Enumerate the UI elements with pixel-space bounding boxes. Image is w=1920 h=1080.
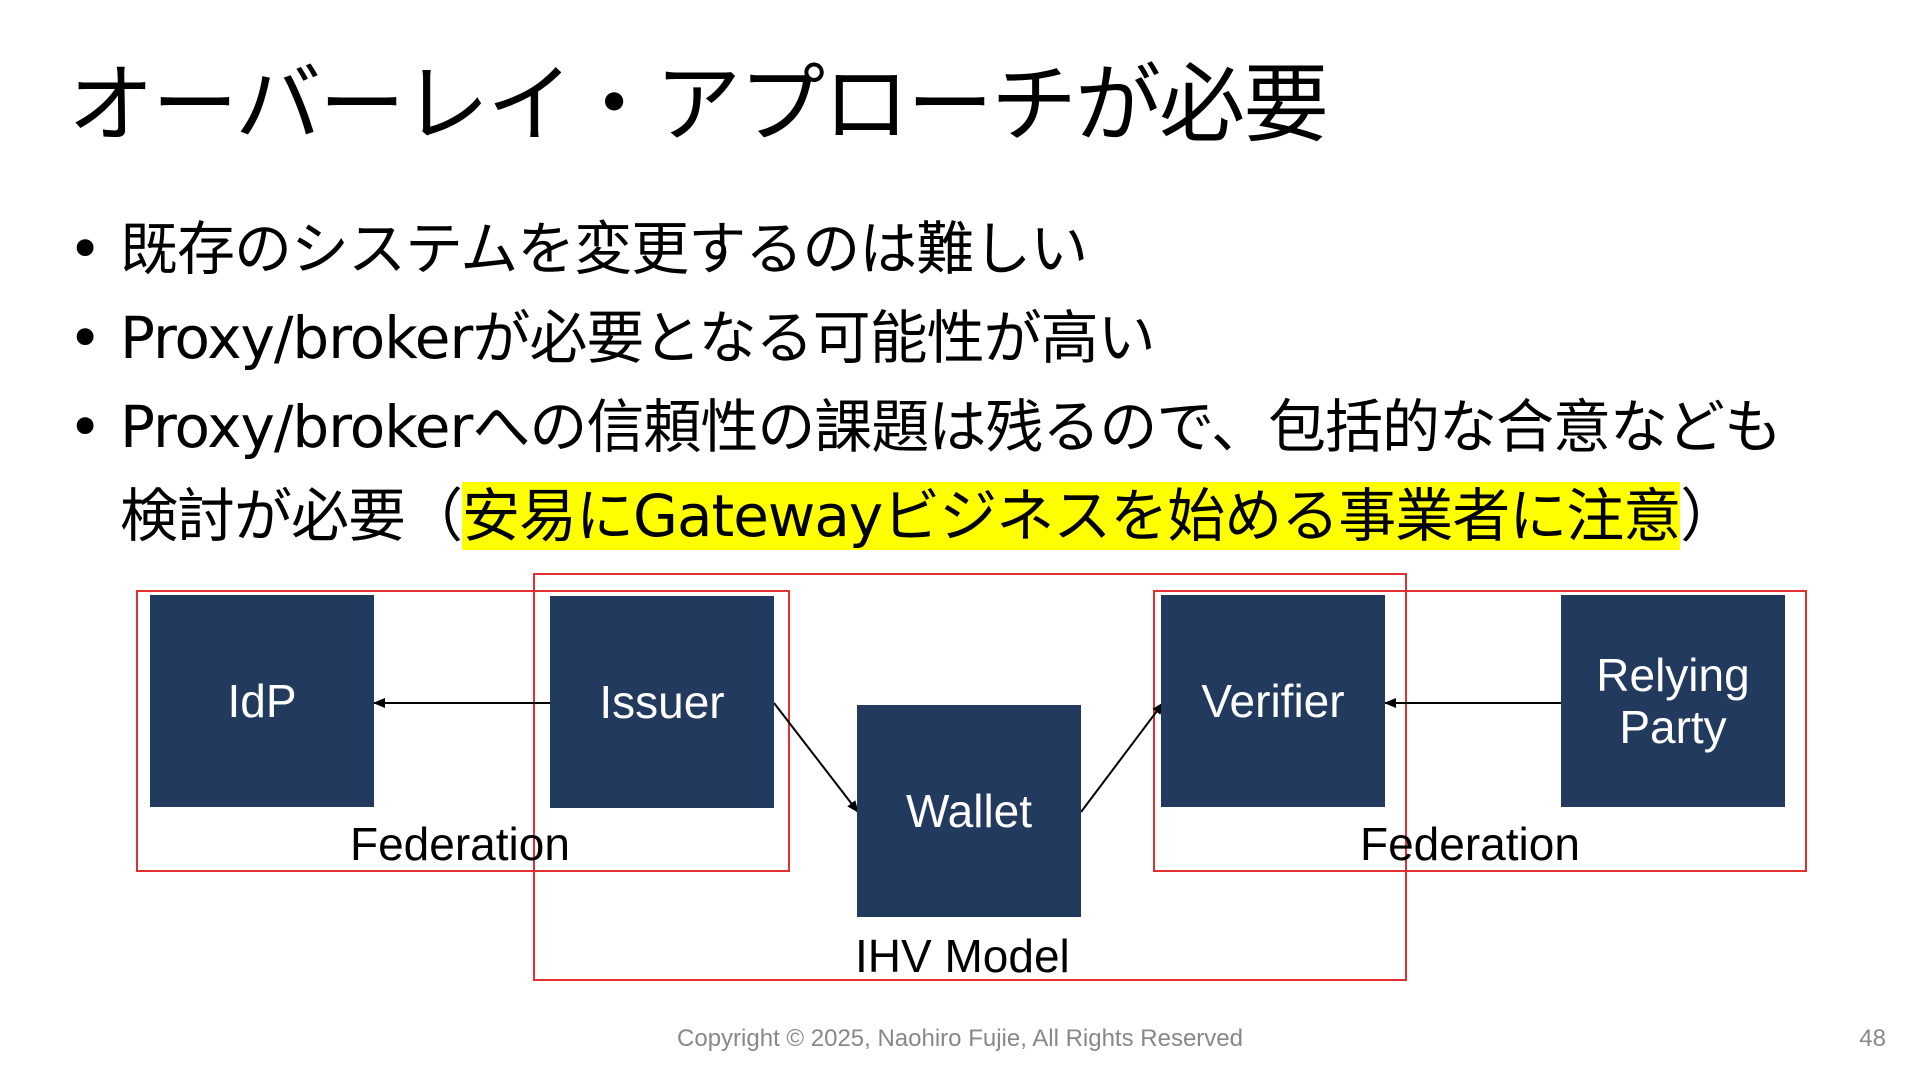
idp-label: IdP — [227, 675, 297, 727]
bullet-text-suffix: ） — [1680, 482, 1738, 550]
bullet-text-prefix: 検討が必要（ — [120, 482, 463, 550]
wallet-label: Wallet — [905, 785, 1033, 837]
bullet-item: • Proxy/brokerが必要となる可能性が高い — [68, 294, 1888, 383]
bullet-continuation: 検討が必要（安易にGatewayビジネスを始める事業者に注意） — [120, 472, 1888, 561]
bullet-item: • Proxy/brokerへの信頼性の課題は残るので、包括的な合意なども 検討… — [68, 383, 1888, 561]
edge-issuer-to-wallet — [773, 702, 859, 813]
relying-party-node: Relying Party — [1561, 595, 1785, 807]
issuer-label: Issuer — [599, 676, 725, 728]
right-federation-label: Federation — [1360, 818, 1580, 870]
copyright-footer: Copyright © 2025, Naohiro Fujie, All Rig… — [677, 1025, 1243, 1052]
bullet-text: Proxy/brokerへの信頼性の課題は残るので、包括的な合意なども — [120, 393, 1782, 461]
bullet-marker: • — [68, 393, 102, 461]
bullet-text: Proxy/brokerが必要となる可能性が高い — [120, 304, 1156, 372]
ihv-model-label: IHV Model — [855, 930, 1070, 982]
left-federation-label: Federation — [350, 818, 570, 870]
edge-wallet-to-verifier — [1080, 702, 1164, 813]
wallet-node: Wallet — [857, 705, 1081, 917]
verifier-node: Verifier — [1161, 595, 1385, 807]
bullet-text: 既存のシステムを変更するのは難しい — [120, 215, 1088, 283]
idp-node: IdP — [150, 595, 374, 807]
ihv-model-frame — [533, 573, 1407, 981]
issuer-node: Issuer — [550, 596, 774, 808]
relying-party-label-line1: Relying — [1596, 649, 1750, 701]
right-federation-frame — [1153, 590, 1807, 872]
slide-title: オーバーレイ・アプローチが必要 — [68, 55, 1329, 155]
verifier-label: Verifier — [1201, 675, 1345, 727]
bullet-marker: • — [68, 215, 102, 283]
left-federation-frame — [136, 590, 790, 872]
highlighted-warning-text: 安易にGatewayビジネスを始める事業者に注意 — [462, 482, 1681, 550]
bullet-item: • 既存のシステムを変更するのは難しい — [68, 205, 1888, 294]
bullet-list: • 既存のシステムを変更するのは難しい • Proxy/brokerが必要となる… — [68, 205, 1888, 561]
bullet-marker: • — [68, 304, 102, 372]
page-number: 48 — [1859, 1025, 1886, 1052]
relying-party-label-line2: Party — [1619, 701, 1727, 753]
